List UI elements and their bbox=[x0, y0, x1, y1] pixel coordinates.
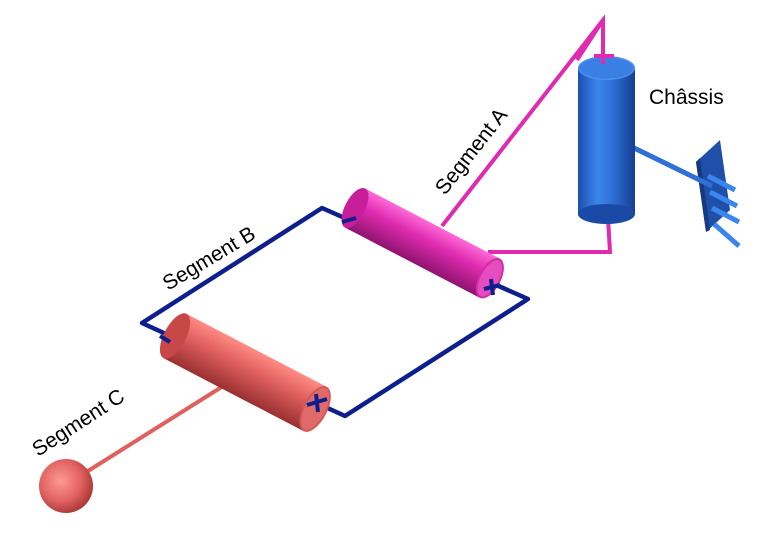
segment-a-cylinder bbox=[341, 187, 504, 299]
chassis-wall-mount bbox=[696, 140, 741, 248]
label-segment-c: Segment C bbox=[28, 385, 129, 462]
label-chassis: Châssis bbox=[649, 86, 724, 109]
segment-a-pin bbox=[594, 48, 614, 64]
segment-c-pins bbox=[158, 334, 328, 413]
chassis-rod bbox=[628, 143, 714, 189]
segment-b-pins bbox=[341, 216, 501, 296]
segment-b-link bbox=[139, 205, 531, 419]
segment-c-cylinder bbox=[159, 313, 331, 432]
segment-c-ball bbox=[39, 459, 93, 513]
segment-c-rod bbox=[78, 381, 230, 478]
chassis-cylinder bbox=[578, 56, 635, 224]
segment-a-links bbox=[440, 14, 613, 254]
